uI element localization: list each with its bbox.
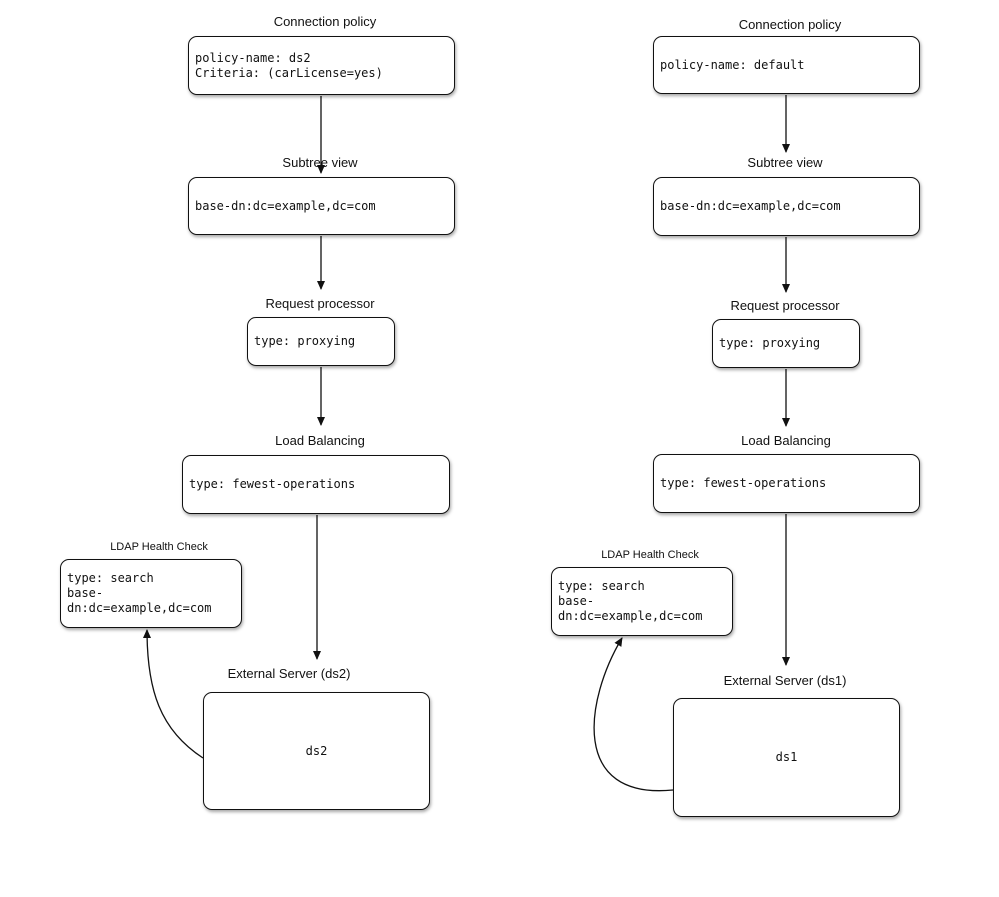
right-health-check-title: LDAP Health Check xyxy=(601,549,699,561)
left-connection-policy-box: policy-name: ds2 Criteria: (carLicense=y… xyxy=(188,36,455,95)
left-health-check-text: type: search base- dn:dc=example,dc=com xyxy=(67,571,212,615)
right-load-balancing-box: type: fewest-operations xyxy=(653,454,920,513)
left-subtree-view-title: Subtree view xyxy=(282,155,358,170)
left-connection-policy-title: Connection policy xyxy=(273,14,377,29)
left-request-processor-text: type: proxying xyxy=(254,334,356,348)
right-health-check-text: type: search base- dn:dc=example,dc=com xyxy=(558,579,703,623)
right-connection-policy-text: policy-name: default xyxy=(660,57,805,72)
left-connection-policy-text: policy-name: ds2 Criteria: (carLicense=y… xyxy=(195,50,383,80)
left-subtree-view-text: base-dn:dc=example,dc=com xyxy=(195,198,376,213)
right-load-balancing-title: Load Balancing xyxy=(741,433,831,448)
left-load-balancing-text: type: fewest-operations xyxy=(189,477,356,491)
left-request-processor-box: type: proxying xyxy=(247,317,395,366)
left-health-check-title: LDAP Health Check xyxy=(110,541,208,553)
left-external-server-box: ds2 xyxy=(203,692,430,810)
edge-right-server-to-healthcheck xyxy=(593,637,674,792)
right-subtree-view-text: base-dn:dc=example,dc=com xyxy=(660,199,841,213)
left-subtree-view-box: base-dn:dc=example,dc=com xyxy=(188,177,455,235)
right-load-balancing-text: type: fewest-operations xyxy=(660,476,827,490)
right-request-processor-box: type: proxying xyxy=(712,319,860,368)
right-connection-policy-box: policy-name: default xyxy=(653,36,920,94)
left-external-server-title: External Server (ds2) xyxy=(227,666,351,681)
left-health-check-box: type: search base- dn:dc=example,dc=com xyxy=(60,559,242,628)
right-external-server-text: ds1 xyxy=(775,750,798,764)
right-health-check-box: type: search base- dn:dc=example,dc=com xyxy=(551,567,733,636)
right-subtree-view-box: base-dn:dc=example,dc=com xyxy=(653,177,920,236)
right-connection-policy-title: Connection policy xyxy=(738,17,842,32)
left-request-processor-title: Request processor xyxy=(265,296,375,311)
left-load-balancing-title: Load Balancing xyxy=(275,433,365,448)
right-subtree-view-title: Subtree view xyxy=(747,155,823,170)
right-external-server-box: ds1 xyxy=(673,698,900,817)
edge-left-server-to-healthcheck xyxy=(143,629,204,759)
right-request-processor-title: Request processor xyxy=(730,298,840,313)
right-request-processor-text: type: proxying xyxy=(719,336,821,350)
left-external-server-text: ds2 xyxy=(305,743,328,758)
left-load-balancing-box: type: fewest-operations xyxy=(182,455,450,514)
right-external-server-title: External Server (ds1) xyxy=(723,673,847,688)
